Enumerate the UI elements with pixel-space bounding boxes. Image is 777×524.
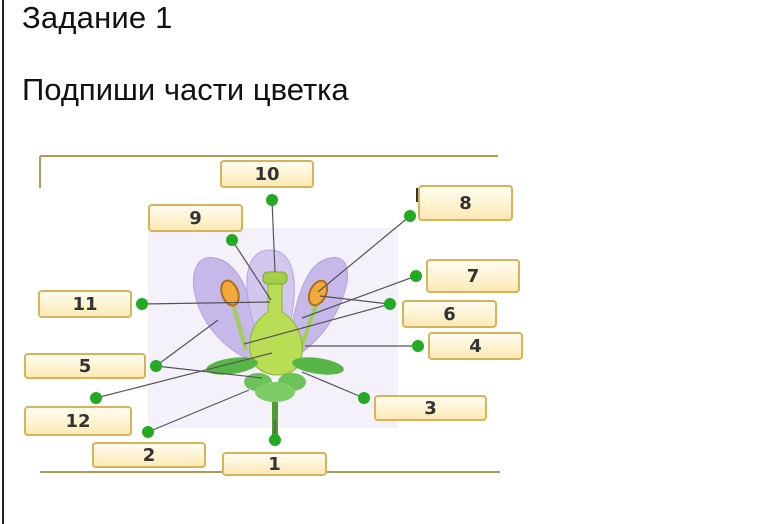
page-title: Задание 1 <box>22 0 173 35</box>
label-box-4[interactable]: 4 <box>428 332 523 360</box>
label-box-7[interactable]: 7 <box>426 259 520 293</box>
label-box-6[interactable]: 6 <box>402 300 497 328</box>
label-box-2[interactable]: 2 <box>92 442 206 468</box>
label-pins <box>90 194 424 446</box>
label-box-9[interactable]: 9 <box>148 204 243 232</box>
label-box-5[interactable]: 5 <box>24 353 146 379</box>
page-left-border <box>2 0 4 524</box>
label-box-1[interactable]: 1 <box>222 452 327 476</box>
label-box-11[interactable]: 11 <box>38 290 132 318</box>
leader-lines <box>95 199 418 440</box>
label-box-10[interactable]: 10 <box>220 160 314 188</box>
stamens <box>220 279 329 351</box>
label-box-3[interactable]: 3 <box>374 395 487 421</box>
label-box-8[interactable]: 8 <box>418 185 513 221</box>
pistil <box>249 271 303 376</box>
label-box-12[interactable]: 12 <box>24 406 132 436</box>
task-instruction: Подпиши части цветка <box>22 72 349 107</box>
